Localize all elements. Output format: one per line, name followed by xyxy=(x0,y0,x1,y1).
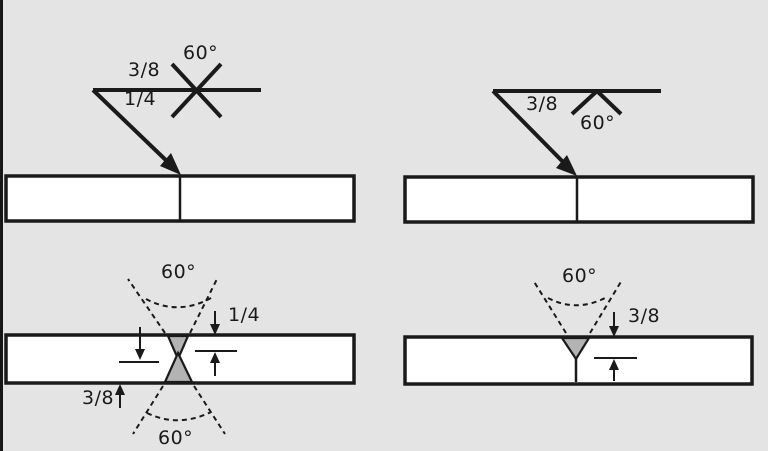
v-groove-symbol-stroke xyxy=(570,89,599,116)
bottom-groove-fill xyxy=(163,350,194,384)
up-arrow-icon xyxy=(115,384,125,395)
v-groove-symbol-stroke xyxy=(595,89,623,116)
top-groove-fill xyxy=(166,334,190,362)
bottom-depth-label: 3/8 xyxy=(82,387,115,409)
double-v-symbol-stroke xyxy=(170,62,223,119)
bevel-extension-line xyxy=(189,278,218,334)
depth-label: 3/8 xyxy=(628,305,661,327)
angle-label: 60° xyxy=(562,265,598,287)
angle-arc xyxy=(145,297,212,309)
up-arrow-icon xyxy=(210,352,220,363)
groove-angle-label: 60° xyxy=(183,42,219,64)
down-arrow-icon xyxy=(210,324,220,335)
depth-label-other-side: 3/8 xyxy=(128,59,161,81)
v-groove-fill xyxy=(559,336,591,362)
left-edge-stripe xyxy=(0,0,3,451)
down-arrow-icon xyxy=(135,349,145,360)
arrowhead-icon xyxy=(160,153,181,175)
up-arrow-icon xyxy=(609,359,619,370)
depth-label: 3/8 xyxy=(526,93,559,115)
plate-top-right xyxy=(403,175,755,224)
down-arrow-icon xyxy=(609,326,619,337)
section-double-v xyxy=(4,278,356,435)
depth-label-arrow-side: 1/4 xyxy=(124,88,157,110)
arrowhead-icon xyxy=(556,155,577,176)
weld-symbol-double-v xyxy=(4,62,356,223)
bevel-extension-line xyxy=(127,278,166,334)
bevel-extension-line xyxy=(193,385,226,435)
angle-arc xyxy=(146,411,212,422)
top-depth-label: 1/4 xyxy=(228,304,261,326)
bottom-angle-label: 60° xyxy=(158,427,194,449)
angle-arc xyxy=(547,296,608,307)
bevel-extension-line xyxy=(589,279,623,334)
top-angle-label: 60° xyxy=(161,261,197,283)
bevel-extension-line xyxy=(532,279,567,334)
weld-symbol-single-v xyxy=(403,89,755,224)
section-single-v xyxy=(403,279,754,386)
arrow-leader-line xyxy=(91,88,175,169)
groove-angle-label: 60° xyxy=(580,112,616,134)
arrow-leader-line xyxy=(491,89,571,170)
bevel-extension-line xyxy=(132,385,164,435)
